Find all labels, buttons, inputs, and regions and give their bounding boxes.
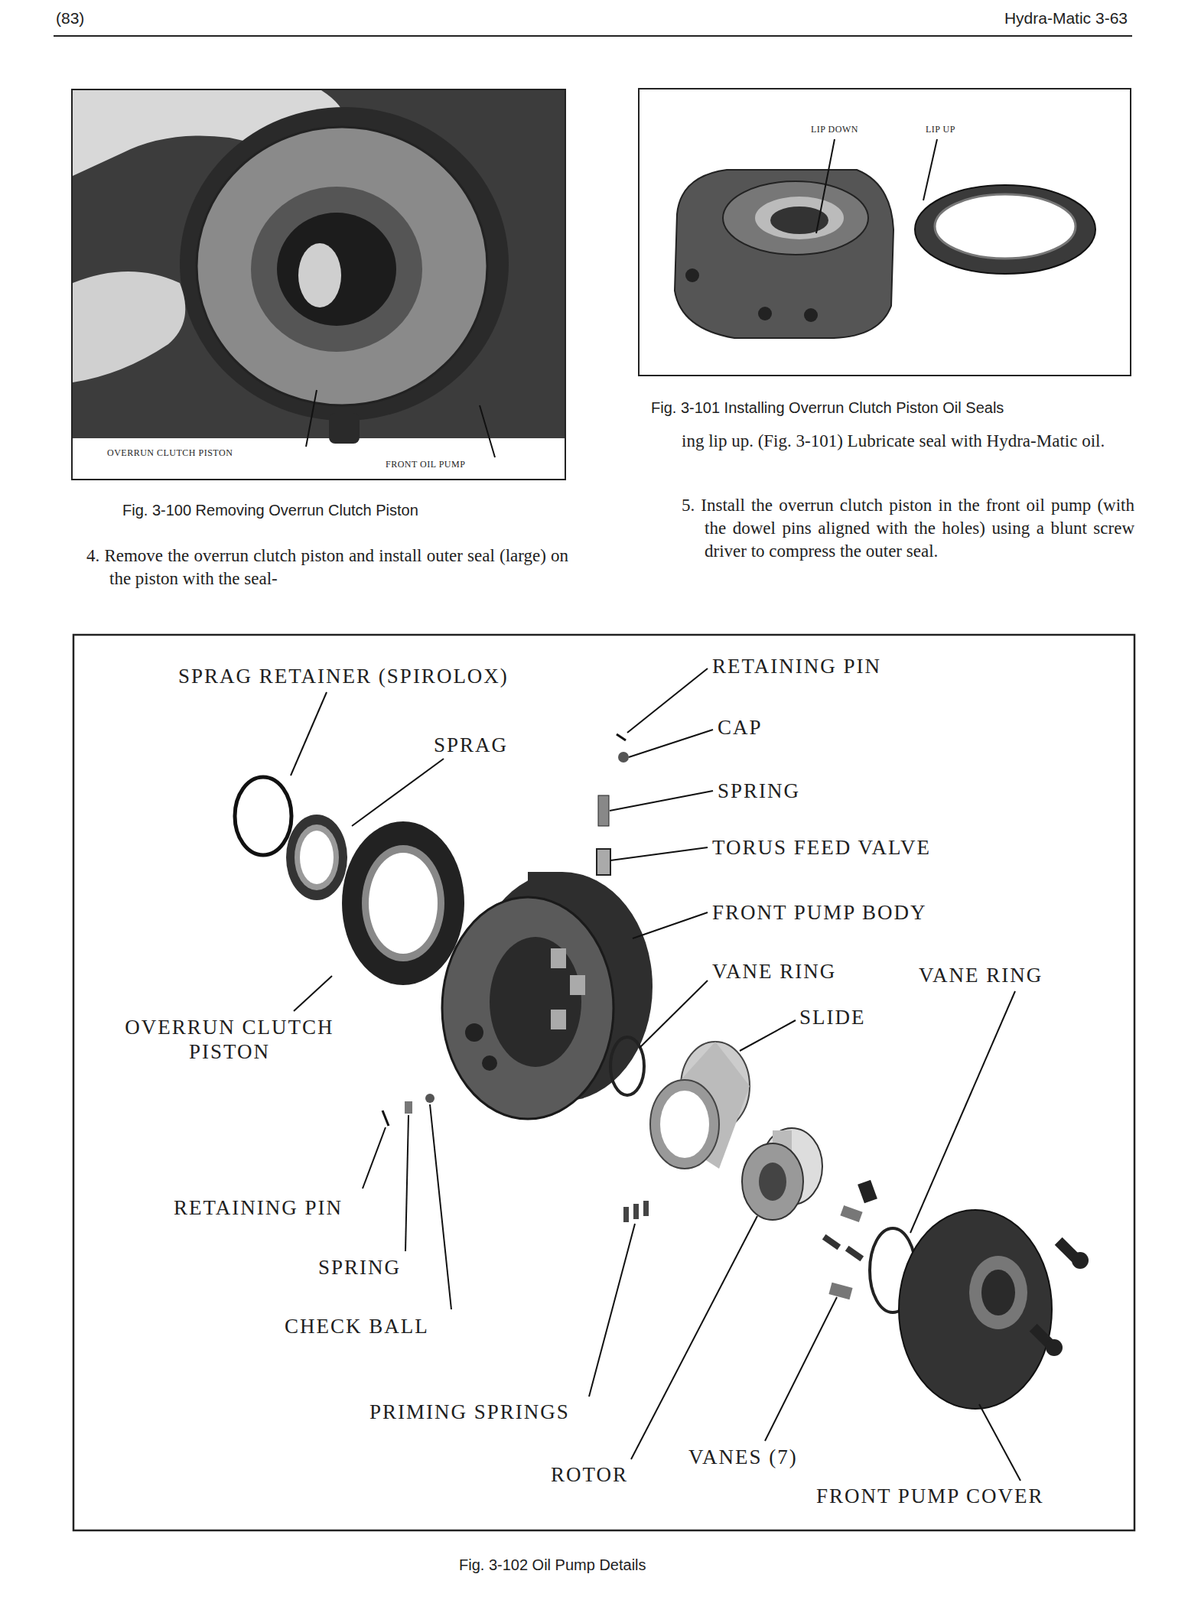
part-label: FRONT PUMP BODY	[712, 900, 928, 925]
part-label: RETAINING PIN	[173, 1195, 343, 1221]
part-label: SLIDE	[799, 1005, 866, 1030]
leader-lines	[290, 668, 1021, 1481]
part-label: TORUS FEED VALVE	[712, 835, 931, 860]
figure-caption: Fig. 3-101 Installing Overrun Clutch Pis…	[650, 399, 1004, 417]
photo-label: OVERRUN CLUTCH PISTON	[107, 447, 233, 459]
page-header: Hydra-Matic 3-63	[1004, 9, 1128, 28]
part-label: CHECK BALL	[284, 1314, 430, 1339]
figure-caption: Fig. 3-102 Oil Pump Details	[458, 1556, 647, 1575]
header-rule	[53, 35, 1133, 37]
part-label: OVERRUN CLUTCH PISTON	[103, 1015, 356, 1065]
part-label: SPRING	[717, 778, 801, 804]
photo-removing-piston	[71, 89, 566, 480]
part-label: VANE RING	[712, 959, 837, 984]
part-label: SPRING	[318, 1255, 401, 1280]
photo-label: LIP DOWN	[810, 123, 859, 136]
photo-oil-seals	[638, 88, 1131, 376]
body-text: 4. Remove the overrun clutch piston and …	[86, 544, 569, 591]
part-label: RETAINING PIN	[712, 654, 882, 679]
part-label: SPRAG	[433, 732, 508, 758]
exploded-oil-pump	[73, 634, 1135, 1531]
part-label: VANES (7)	[688, 1445, 798, 1470]
body-text: 5. Install the overrun clutch piston in …	[681, 494, 1135, 564]
part-label: ROTOR	[550, 1462, 629, 1488]
part-label: PRIMING SPRINGS	[369, 1399, 570, 1425]
photo-label: LIP UP	[925, 123, 956, 136]
page-header: (83)	[55, 9, 85, 28]
part-label: SPRAG RETAINER (SPIROLOX)	[178, 663, 509, 689]
figure-caption: Fig. 3-100 Removing Overrun Clutch Pisto…	[122, 501, 419, 520]
photo-label: FRONT OIL PUMP	[385, 458, 466, 471]
part-label: CAP	[717, 715, 763, 740]
body-text: ing lip up. (Fig. 3-101) Lubricate seal …	[681, 429, 1135, 453]
part-label: FRONT PUMP COVER	[816, 1484, 1045, 1509]
part-label: VANE RING	[918, 963, 1043, 988]
